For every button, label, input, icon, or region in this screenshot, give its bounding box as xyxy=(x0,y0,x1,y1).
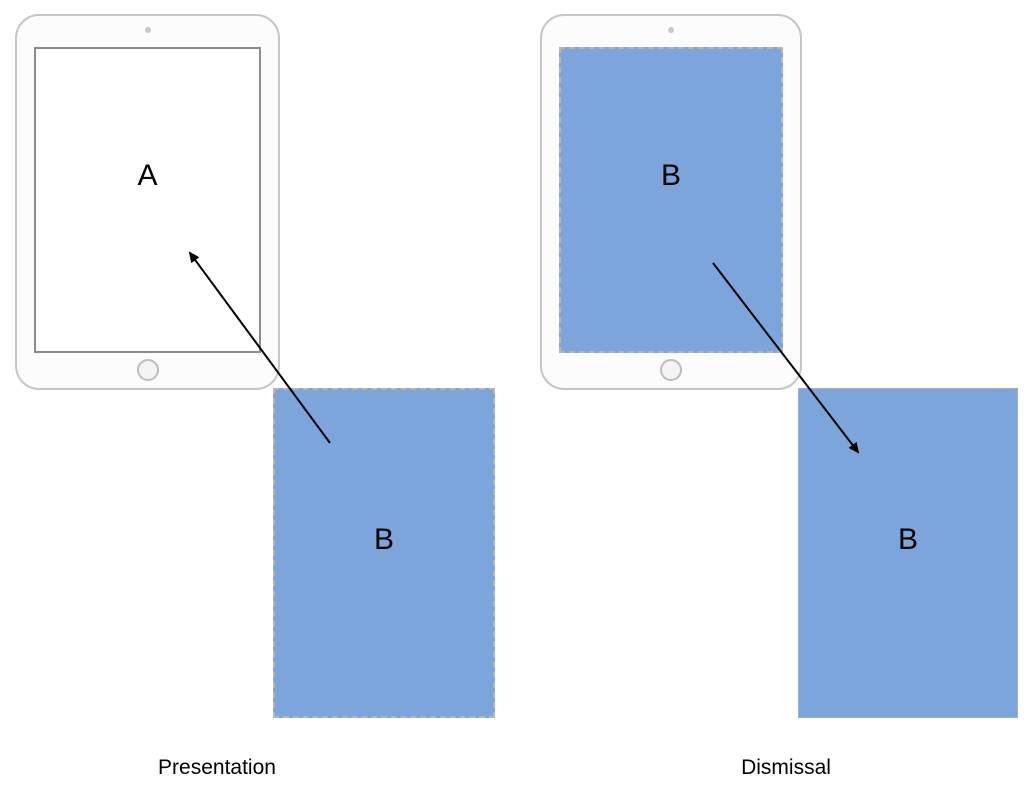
ipad-screen-dismissal: B xyxy=(559,47,783,353)
caption-presentation: Presentation xyxy=(158,756,276,779)
home-button-icon xyxy=(660,359,682,381)
ipad-device-dismissal: B xyxy=(540,14,802,390)
caption-dismissal: Dismissal xyxy=(741,756,831,779)
modal-view-dismissal: B xyxy=(798,388,1018,718)
screen-label-a: A xyxy=(137,158,158,192)
modal-view-presentation: B xyxy=(273,388,495,718)
ipad-screen-presentation: A xyxy=(34,47,261,353)
home-button-icon xyxy=(136,359,159,381)
screen-label-b: B xyxy=(660,158,682,192)
ipad-device-presentation: A xyxy=(15,14,280,390)
camera-dot-icon xyxy=(144,27,151,33)
modal-label-b: B xyxy=(373,522,395,556)
modal-label-b-dismissed: B xyxy=(897,522,919,556)
camera-dot-icon xyxy=(668,27,674,33)
